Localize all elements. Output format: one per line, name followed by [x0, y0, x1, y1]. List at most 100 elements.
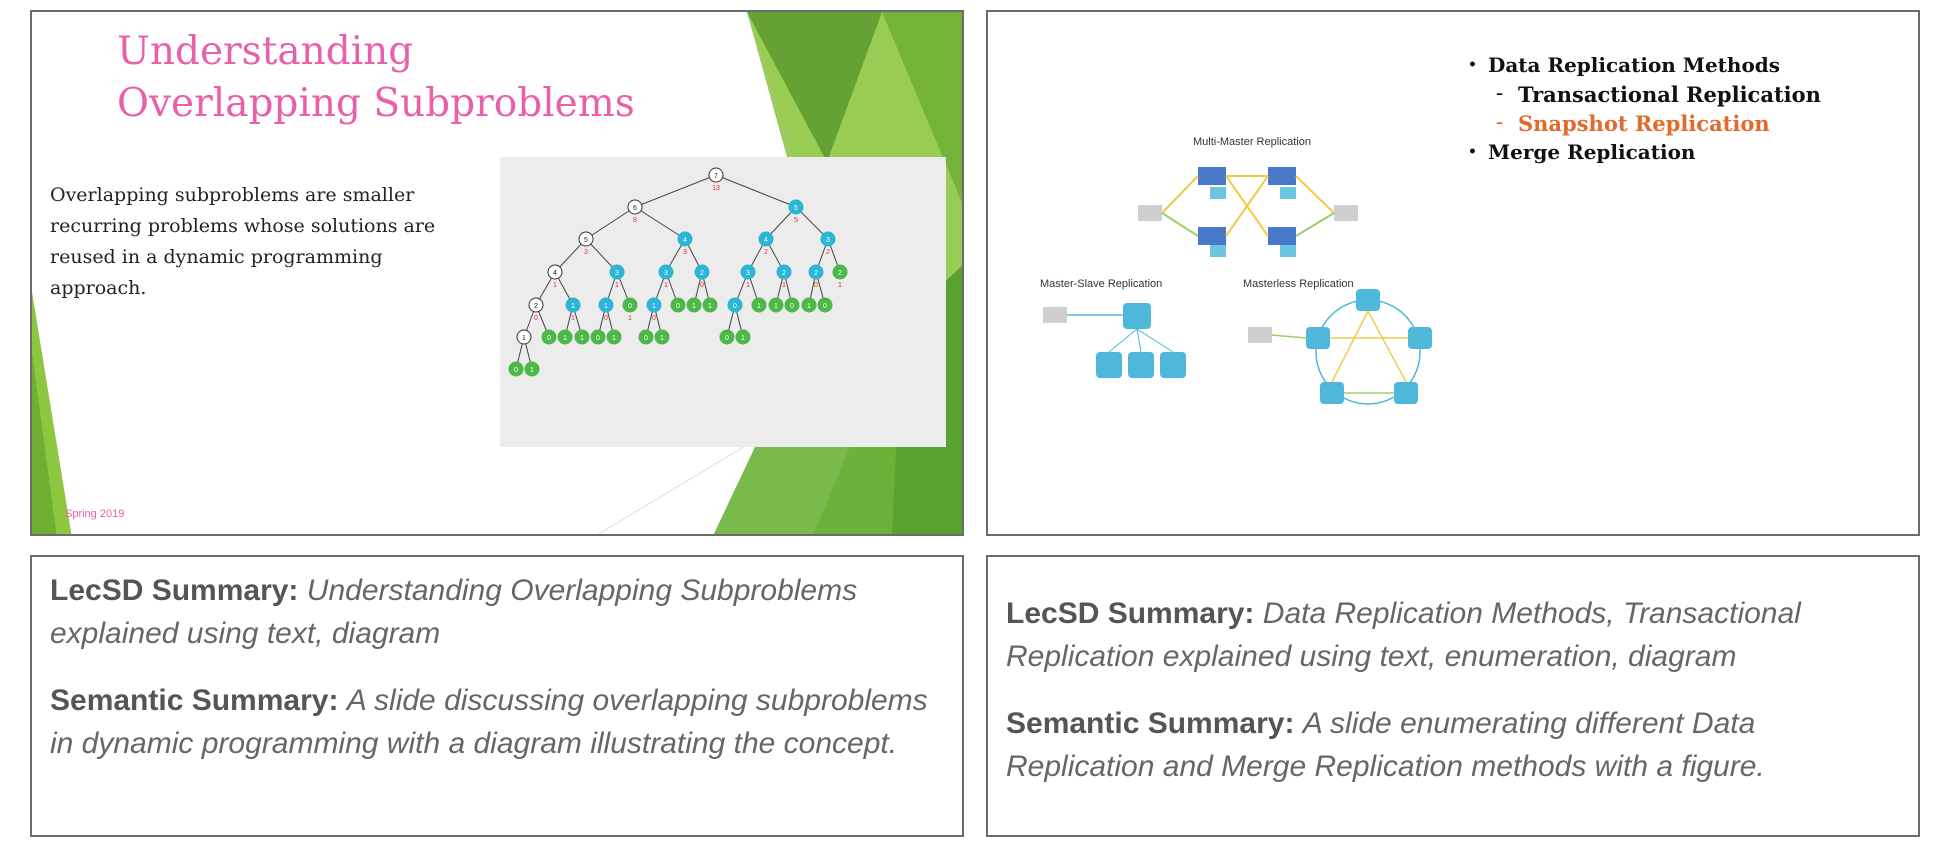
- tree-node-label: 1: [757, 303, 761, 310]
- slide-title: Understanding Overlapping Subproblems: [117, 29, 635, 126]
- tree-node: [609, 264, 625, 280]
- tree-call-count: 3: [683, 249, 687, 256]
- recursion-tree-svg: 7136855534342324131312031212021201110011…: [508, 167, 848, 377]
- tree-call-count: 0: [534, 315, 538, 322]
- tree-node-label: 0: [733, 303, 737, 310]
- tree-node: [622, 297, 638, 313]
- bullet-data-replication-methods: •Data Replication Methods: [1468, 53, 1781, 77]
- tree-edge: [554, 238, 587, 273]
- semantic-summary: Semantic Summary: A slide discussing ove…: [50, 684, 928, 760]
- tree-node: [574, 329, 590, 345]
- tree-node-label: 1: [692, 303, 696, 310]
- tree-node: [784, 297, 800, 313]
- tree-edge: [634, 174, 717, 208]
- tree-node-label: 2: [838, 270, 842, 277]
- tree-node-label: 1: [660, 335, 664, 342]
- tree-call-count: 2: [826, 249, 830, 256]
- tree-node-label: 1: [774, 303, 778, 310]
- tree-node-label: 0: [725, 335, 729, 342]
- tree-node: [516, 329, 532, 345]
- tree-call-count: 0: [652, 315, 656, 322]
- tree-node-label: 6: [633, 205, 637, 212]
- tree-node-label: 4: [683, 237, 687, 244]
- tree-node: [547, 264, 563, 280]
- tree-node-label: 1: [571, 303, 575, 310]
- tree-node: [528, 297, 544, 313]
- tree-node-label: 5: [794, 205, 798, 212]
- tree-edge: [795, 206, 829, 240]
- tree-call-count: 2: [764, 249, 768, 256]
- tree-node: [578, 231, 594, 247]
- tree-node-label: 3: [664, 270, 668, 277]
- tree-call-count: 1: [838, 282, 842, 289]
- tree-call-count: 8: [633, 217, 637, 224]
- tree-edge: [585, 206, 636, 240]
- tree-node: [788, 199, 804, 215]
- tree-call-count: 1: [746, 282, 750, 289]
- tree-node: [768, 297, 784, 313]
- bullet-snapshot-replication: –Snapshot Replication: [1496, 111, 1770, 136]
- right-slide-thumbnail[interactable]: Multi-Master Replication Master-Slave Re…: [986, 10, 1920, 536]
- tree-node-label: 1: [522, 335, 526, 342]
- tree-node-label: 4: [553, 270, 557, 277]
- tree-node: [702, 297, 718, 313]
- tree-node-label: 3: [746, 270, 750, 277]
- tree-node-label: 3: [826, 237, 830, 244]
- bullet-merge-replication: •Merge Replication: [1468, 140, 1696, 164]
- tree-node-label: 1: [580, 335, 584, 342]
- tree-node: [670, 297, 686, 313]
- tree-call-count: 0: [604, 315, 608, 322]
- tree-call-count: 0: [700, 282, 704, 289]
- tree-node: [808, 264, 824, 280]
- tree-node: [727, 297, 743, 313]
- tree-node: [694, 264, 710, 280]
- tree-node-label: 1: [604, 303, 608, 310]
- tree-edge: [715, 174, 797, 208]
- tree-node-label: 1: [652, 303, 656, 310]
- tree-node: [524, 361, 540, 377]
- tree-node-label: 0: [514, 367, 518, 374]
- tree-node: [598, 297, 614, 313]
- tree-edge: [585, 238, 618, 273]
- left-slide-thumbnail[interactable]: Understanding Overlapping Subproblems Ov…: [30, 10, 964, 536]
- lecsd-summary: LecSD Summary: Data Replication Methods,…: [1006, 597, 1801, 673]
- tree-node-label: 7: [714, 173, 718, 180]
- tree-call-count: 5: [794, 217, 798, 224]
- tree-node: [740, 264, 756, 280]
- tree-node: [677, 231, 693, 247]
- tree-node: [686, 297, 702, 313]
- tree-call-count: 1: [615, 282, 619, 289]
- tree-node-label: 1: [741, 335, 745, 342]
- tree-node: [776, 264, 792, 280]
- tree-call-count: 1: [628, 315, 632, 322]
- tree-node: [638, 329, 654, 345]
- tree-node-label: 1: [807, 303, 811, 310]
- tree-node-label: 5: [584, 237, 588, 244]
- tree-edge: [634, 206, 686, 240]
- tree-call-count: 1: [553, 282, 557, 289]
- tree-node-label: 2: [782, 270, 786, 277]
- tree-node-label: 1: [612, 335, 616, 342]
- tree-node-label: 0: [628, 303, 632, 310]
- tree-node: [565, 297, 581, 313]
- master-slave-title: Master-Slave Replication: [1040, 278, 1162, 290]
- tree-node-label: 1: [530, 367, 534, 374]
- tree-node: [751, 297, 767, 313]
- tree-node: [735, 329, 751, 345]
- tree-node-label: 0: [790, 303, 794, 310]
- tree-node: [832, 264, 848, 280]
- replication-methods-list: •Data Replication Methods –Transactional…: [1468, 53, 1868, 170]
- tree-call-count: 1: [664, 282, 668, 289]
- tree-node-label: 2: [700, 270, 704, 277]
- tree-node: [541, 329, 557, 345]
- tree-call-count: 1: [782, 282, 786, 289]
- tree-node: [557, 329, 573, 345]
- tree-node: [758, 231, 774, 247]
- tree-node: [590, 329, 606, 345]
- tree-node-label: 0: [596, 335, 600, 342]
- tree-node: [654, 329, 670, 345]
- tree-node-label: 4: [764, 237, 768, 244]
- lecsd-summary: LecSD Summary: Understanding Overlapping…: [50, 574, 858, 650]
- tree-call-count: 13: [712, 185, 720, 192]
